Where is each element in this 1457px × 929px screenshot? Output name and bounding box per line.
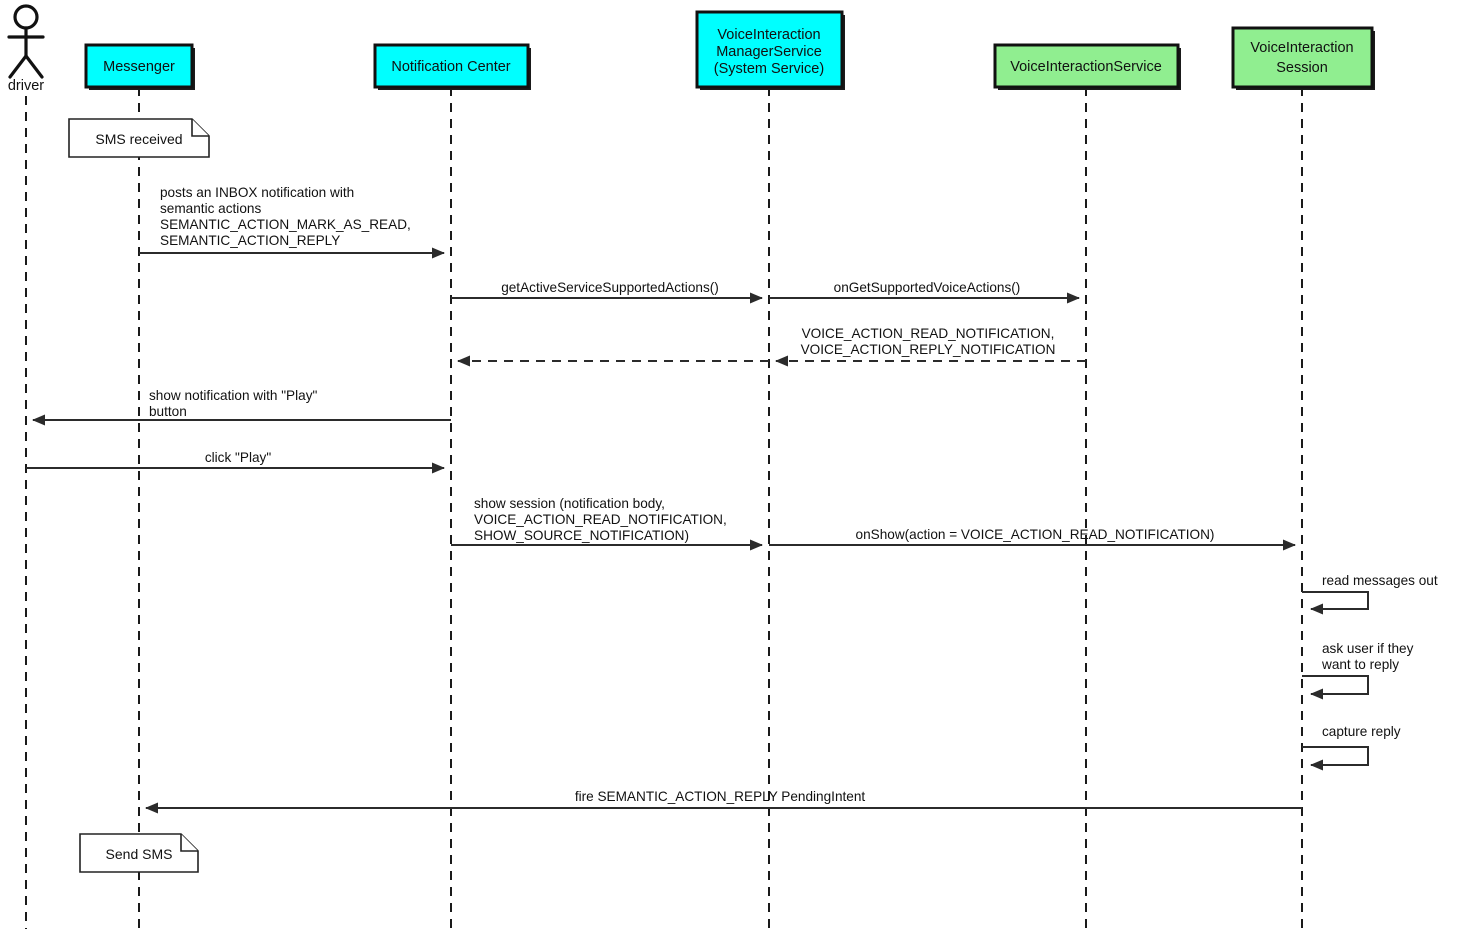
- message-show-session[interactable]: show session (notification body, VOICE_A…: [451, 496, 763, 551]
- self-message-ask-user-arrow: [1302, 675, 1369, 700]
- message-return-voice-actions[interactable]: VOICE_ACTION_READ_NOTIFICATION, VOICE_AC…: [775, 326, 1086, 367]
- message-fire-semantic-action-reply-pendingintent[interactable]: fire SEMANTIC_ACTION_REPLY PendingIntent: [145, 789, 1302, 814]
- message-return-voice-actions-label-1: VOICE_ACTION_READ_NOTIFICATION,: [802, 326, 1055, 341]
- participant-voiceinteraction-manager-service[interactable]: VoiceInteraction ManagerService (System …: [695, 10, 845, 90]
- participant-vis-label: VoiceInteractionService: [1010, 59, 1162, 75]
- note-sms-received-label: SMS received: [95, 131, 182, 147]
- participant-vims-label-line1: VoiceInteraction: [717, 27, 820, 43]
- self-message-read-messages-out[interactable]: read messages out: [1302, 573, 1438, 615]
- actor-driver-label: driver: [8, 78, 44, 94]
- participant-vims-box: [695, 10, 844, 89]
- self-message-read-messages-out-label: read messages out: [1322, 573, 1438, 588]
- message-show-session-label-3: SHOW_SOURCE_NOTIFICATION): [474, 528, 689, 543]
- self-message-capture-reply-arrow: [1302, 746, 1369, 771]
- message-on-get-supported-voice-actions[interactable]: onGetSupportedVoiceActions(): [769, 280, 1080, 304]
- participant-vims-label-line3: (System Service): [714, 61, 824, 77]
- self-message-ask-user-label-2: want to reply: [1321, 657, 1399, 672]
- note-send-sms: Send SMS: [79, 833, 199, 873]
- actor-head-icon: [13, 4, 39, 30]
- actor-left-leg-icon: [8, 54, 28, 79]
- participant-messenger-box: [84, 43, 194, 89]
- message-post-inbox-notification-label-2: semantic actions: [160, 201, 261, 216]
- message-on-show-label: onShow(action = VOICE_ACTION_READ_NOTIFI…: [856, 527, 1215, 542]
- message-post-inbox-notification-label-1: posts an INBOX notification with: [160, 185, 354, 200]
- message-post-inbox-notification-label-3: SEMANTIC_ACTION_MARK_AS_READ,: [160, 217, 411, 232]
- message-click-play-label: click "Play": [205, 450, 271, 465]
- note-send-sms-label: Send SMS: [106, 846, 173, 862]
- message-get-active-service-supported-actions-label: getActiveServiceSupportedActions(): [501, 280, 719, 295]
- note-send-sms-fold-icon: [180, 834, 198, 852]
- self-message-ask-user-label-1: ask user if they: [1322, 641, 1414, 656]
- participant-notification-center-label: Notification Center: [391, 59, 510, 75]
- message-post-inbox-notification[interactable]: posts an INBOX notification with semanti…: [139, 185, 445, 259]
- message-on-show[interactable]: onShow(action = VOICE_ACTION_READ_NOTIFI…: [769, 527, 1296, 551]
- self-message-capture-reply-label: capture reply: [1322, 724, 1401, 739]
- participant-notification-center[interactable]: Notification Center: [373, 43, 531, 90]
- participant-session-box: [1231, 26, 1374, 89]
- participant-voiceinteractionservice[interactable]: VoiceInteractionService: [993, 43, 1181, 90]
- message-show-notification-with-play-button-label-1: show notification with "Play": [149, 388, 317, 403]
- self-message-capture-reply[interactable]: capture reply: [1302, 724, 1401, 771]
- participant-vims-label-line2: ManagerService: [716, 44, 822, 60]
- participant-notification-center-box: [373, 43, 530, 89]
- message-show-notification-with-play-button-label-2: button: [149, 404, 187, 419]
- participant-voiceinteraction-session[interactable]: VoiceInteraction Session: [1231, 26, 1375, 90]
- participant-messenger-label: Messenger: [103, 59, 175, 75]
- message-click-play[interactable]: click "Play": [26, 450, 445, 474]
- actor-right-leg-icon: [24, 54, 44, 79]
- participant-session-label-line2: Session: [1276, 60, 1328, 76]
- participant-vis-box: [993, 43, 1180, 89]
- actor-driver[interactable]: driver: [7, 4, 45, 94]
- note-send-sms-shape: [79, 833, 199, 873]
- note-sms-received-fold-icon: [191, 119, 209, 137]
- message-show-notification-with-play-button[interactable]: show notification with "Play" button: [32, 388, 451, 426]
- self-message-read-messages-out-arrow: [1302, 591, 1369, 615]
- message-show-session-label-1: show session (notification body,: [474, 496, 665, 511]
- participant-messenger[interactable]: Messenger: [84, 43, 195, 90]
- note-sms-received-shape: [68, 118, 210, 158]
- message-post-inbox-notification-label-4: SEMANTIC_ACTION_REPLY: [160, 233, 340, 248]
- note-sms-received: SMS received: [68, 118, 210, 158]
- message-show-session-label-2: VOICE_ACTION_READ_NOTIFICATION,: [474, 512, 727, 527]
- self-message-ask-user-if-they-want-to-reply[interactable]: ask user if they want to reply: [1302, 641, 1414, 700]
- message-get-active-service-supported-actions[interactable]: getActiveServiceSupportedActions(): [451, 280, 763, 304]
- lifelines-group: [25, 87, 1303, 929]
- message-return-voice-actions-label-2: VOICE_ACTION_REPLY_NOTIFICATION: [801, 342, 1056, 357]
- participant-session-label-line1: VoiceInteraction: [1250, 40, 1353, 56]
- message-on-get-supported-voice-actions-label: onGetSupportedVoiceActions(): [834, 280, 1021, 295]
- message-fire-semantic-action-reply-pendingintent-label: fire SEMANTIC_ACTION_REPLY PendingIntent: [575, 789, 866, 804]
